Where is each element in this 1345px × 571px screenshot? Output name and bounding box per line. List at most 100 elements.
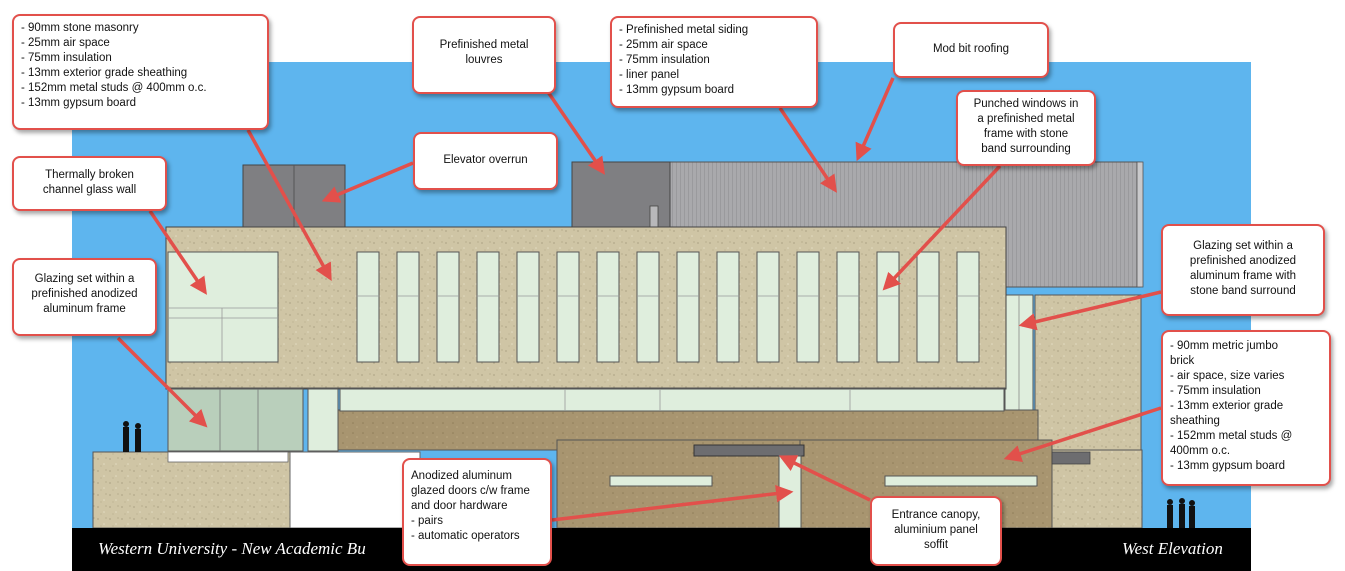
people-silhouettes-right <box>1167 498 1195 528</box>
project-title: Western University - New Academic Bu <box>98 539 366 558</box>
callout-line: - 13mm exterior grade sheathing <box>21 67 188 79</box>
callout-line: - 25mm air space <box>619 39 708 51</box>
callout-channel-glass: Thermally broken channel glass wall <box>12 156 167 211</box>
callout-line: - 13mm gypsum board <box>21 97 137 109</box>
punched-windows-group <box>356 251 980 363</box>
lower-glazing-left <box>167 388 304 452</box>
callout-line: 400mm o.c. <box>1170 445 1231 457</box>
punched-window <box>356 251 380 363</box>
callout-line: - 90mm metric jumbo <box>1170 340 1278 352</box>
punched-window <box>516 251 540 363</box>
punched-window <box>716 251 740 363</box>
punched-window <box>956 251 980 363</box>
callout-louvres: Prefinished metal louvres <box>412 16 556 94</box>
callout-line: Entrance canopy, <box>891 509 981 521</box>
callout-line: a prefinished metal <box>977 113 1075 125</box>
callout-line: sheathing <box>1170 415 1220 427</box>
leader-arrow <box>1003 406 1162 462</box>
right-base-band <box>1051 451 1091 465</box>
leader-arrow <box>321 161 414 203</box>
leader-arrow <box>855 77 895 162</box>
stone-upper-volume <box>165 226 1007 390</box>
callout-line: - 13mm gypsum board <box>619 84 735 96</box>
punched-window <box>676 251 700 363</box>
callout-line: - pairs <box>411 515 443 527</box>
callout-line: - 13mm gypsum board <box>1170 460 1286 472</box>
callout-brick-wall: - 90mm metric jumbo brick - air space, siz… <box>1161 330 1331 486</box>
callout-canopy: Entrance canopy, aluminium panel soffit <box>870 496 1002 566</box>
view-title: West Elevation <box>1122 539 1223 558</box>
channel-glass-wall <box>167 251 279 363</box>
callout-line: Glazing set within a <box>34 273 135 285</box>
callout-line: brick <box>1170 355 1195 367</box>
callout-line: aluminium panel <box>894 524 978 536</box>
callout-line: Prefinished metal <box>439 39 529 51</box>
callout-line: and door hardware <box>411 500 508 512</box>
ground-band <box>72 528 1251 571</box>
callout-line: - 90mm stone masonry <box>21 22 139 34</box>
callout-punched-windows: Punched windows in a prefinished metal fra… <box>956 90 1096 166</box>
callout-line: - 25mm air space <box>21 37 110 49</box>
ribbon-window-right <box>884 475 1038 487</box>
callout-line: - 13mm exterior grade <box>1170 400 1284 412</box>
callout-elevator: Elevator overrun <box>413 132 558 190</box>
people-silhouettes-left <box>123 421 141 452</box>
punched-window <box>636 251 660 363</box>
leader-arrow <box>546 91 605 175</box>
callout-line: - 75mm insulation <box>21 52 112 64</box>
callout-line: Thermally broken <box>45 169 134 181</box>
punched-window <box>836 251 860 363</box>
leader-arrow <box>116 336 208 428</box>
leader-arrow <box>882 164 1002 291</box>
callout-metal-siding: - Prefinished metal siding - 25mm air spa… <box>610 16 818 108</box>
punched-window <box>436 251 460 363</box>
callout-roofing: Mod bit roofing <box>893 22 1049 78</box>
callout-glazing-left: Glazing set within a prefinished anodized… <box>12 258 157 336</box>
callout-line: - air space, size varies <box>1170 370 1285 382</box>
callout-line: - 152mm metal studs @ 400mm o.c. <box>21 82 207 94</box>
callout-line: louvres <box>465 54 503 66</box>
punched-window <box>396 251 420 363</box>
callout-line: - 75mm insulation <box>619 54 710 66</box>
callout-line: prefinished anodized <box>31 288 138 300</box>
punched-window <box>916 251 940 363</box>
punched-window <box>476 251 500 363</box>
callout-line: band surrounding <box>981 143 1071 155</box>
ribbon-window-left <box>609 475 713 487</box>
leader-arrow <box>551 484 794 522</box>
callout-line: Anodized aluminum <box>411 470 513 482</box>
callout-line: glazed doors c/w frame <box>411 485 530 497</box>
callout-line: prefinished anodized <box>1189 255 1297 267</box>
callout-line: - 152mm metal studs @ <box>1170 430 1293 442</box>
leader-arrow <box>1018 290 1162 331</box>
leader-arrow <box>148 210 207 295</box>
punched-window <box>556 251 580 363</box>
callout-line: Elevator overrun <box>443 154 528 166</box>
punched-window <box>796 251 820 363</box>
callout-line: soffit <box>923 539 949 551</box>
penthouse-right-wall <box>1136 161 1144 288</box>
leader-arrow <box>778 107 837 193</box>
callout-line: - automatic operators <box>411 530 520 542</box>
callout-line: - 75mm insulation <box>1170 385 1261 397</box>
callout-line: channel glass wall <box>42 184 137 196</box>
lower-glazing-door <box>307 388 339 452</box>
callout-line: aluminum frame with <box>1189 270 1297 282</box>
callout-line: Mod bit roofing <box>932 43 1010 55</box>
white-wall-panel <box>289 451 421 529</box>
callout-line: - liner panel <box>619 69 680 81</box>
terrace-railing <box>167 451 289 463</box>
callout-doors: Anodized aluminum glazed doors c/w frame a… <box>402 458 552 566</box>
punched-window <box>876 251 900 363</box>
callout-line: Punched windows in <box>973 98 1079 110</box>
callout-stone-wall: - 90mm stone masonry - 25mm air space - 75… <box>12 14 269 130</box>
callout-line: stone band surround <box>1190 285 1296 297</box>
leader-arrows <box>116 77 1162 522</box>
callout-line: aluminum frame <box>43 303 126 315</box>
leader-arrow <box>246 129 332 282</box>
entrance-canopy <box>693 444 805 457</box>
callout-line: - Prefinished metal siding <box>619 24 749 36</box>
callout-line: frame with stone <box>983 128 1069 140</box>
